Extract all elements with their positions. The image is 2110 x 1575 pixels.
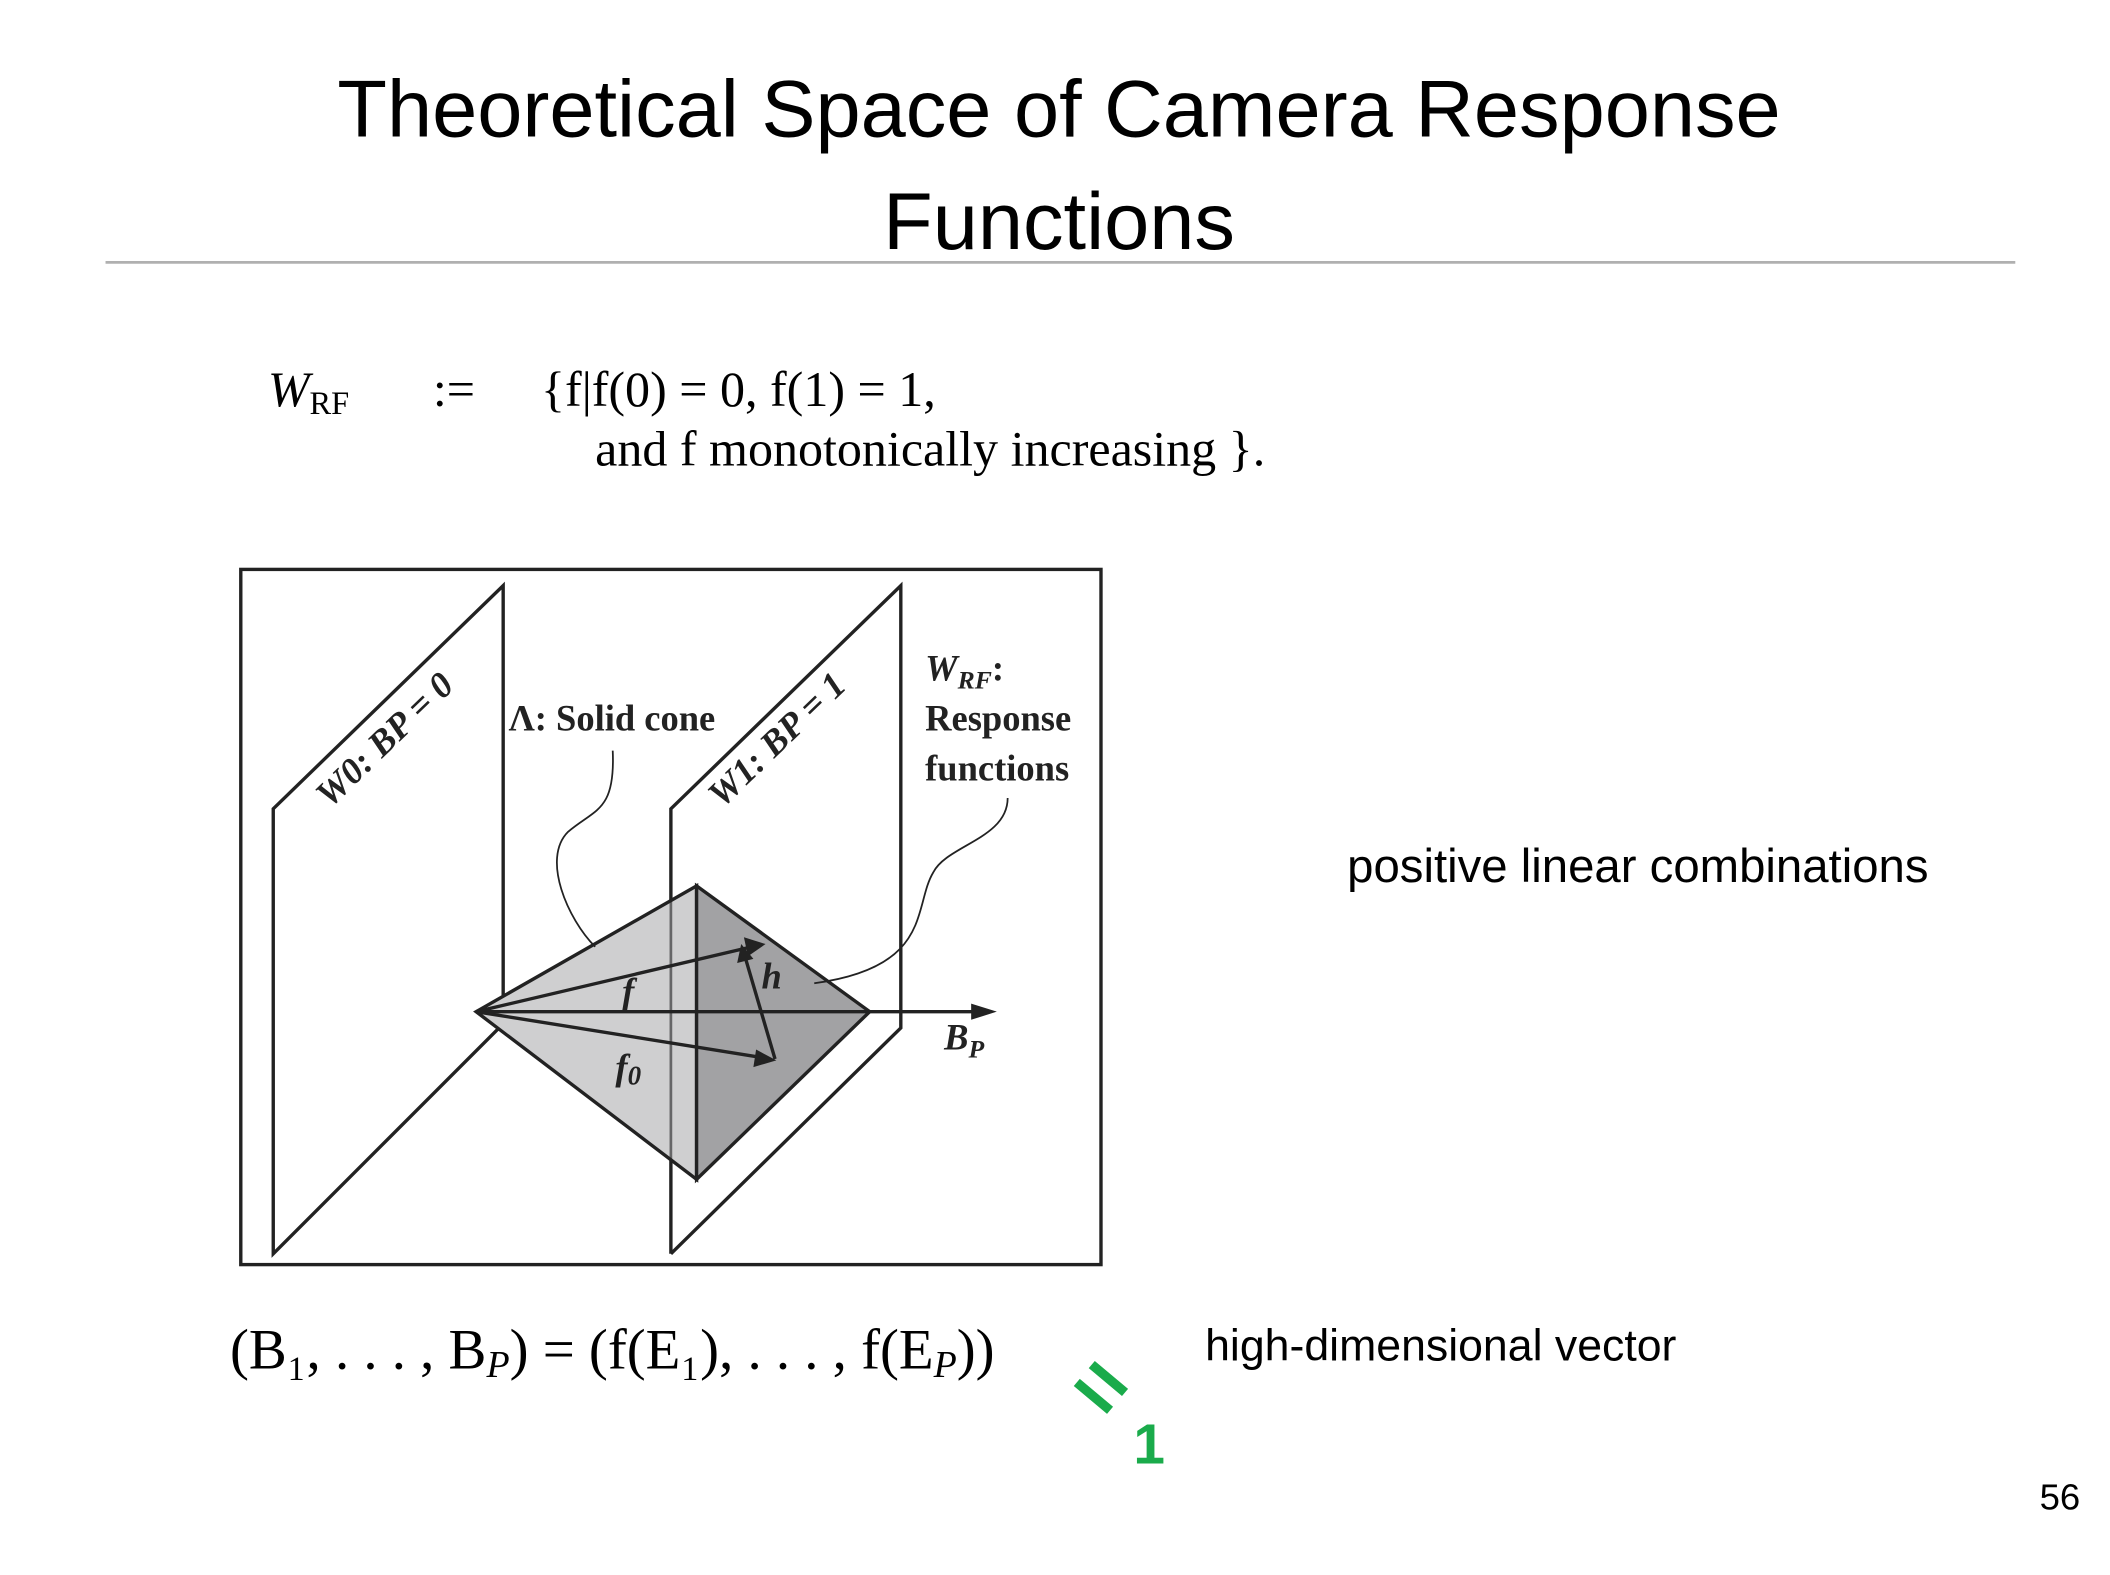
definition-lhs-sub: RF bbox=[310, 386, 350, 422]
cone-leader-line bbox=[556, 750, 614, 948]
svg-text:WRF: WRF bbox=[268, 361, 349, 422]
page-number: 56 bbox=[2040, 1476, 2081, 1517]
vector-f-label: f bbox=[622, 971, 638, 1012]
plane-w0 bbox=[271, 581, 505, 1258]
svg-text:BP: BP bbox=[943, 1017, 984, 1064]
definition-line1: {f|f(0) = 0, f(1) = 1, bbox=[541, 361, 936, 417]
vector-equation: (B₁, . . . , BP) = (f(E₁), . . . , f(EP)… bbox=[230, 1319, 995, 1386]
cone-label: Λ: Solid cone bbox=[509, 697, 716, 738]
slide-title-line1: Theoretical Space of Camera Response bbox=[337, 65, 1780, 155]
vector-f0 bbox=[475, 1010, 764, 1060]
wrf-sub: RF bbox=[957, 665, 992, 694]
vector-f0-sub: 0 bbox=[628, 1061, 642, 1091]
axis-sub: P bbox=[967, 1035, 984, 1064]
high-dimensional-vector: high-dimensional vector bbox=[1205, 1322, 1676, 1371]
vector-f bbox=[475, 945, 753, 1014]
response-leader-line bbox=[814, 797, 1009, 985]
wrf-colon: : bbox=[992, 647, 1004, 688]
svg-text:WRF:: WRF: bbox=[925, 647, 1004, 694]
svg-text:f0: f0 bbox=[615, 1046, 641, 1090]
response-label-line1: Response bbox=[925, 697, 1071, 738]
vector-f0-label: f bbox=[615, 1046, 631, 1087]
response-label-line2: functions bbox=[925, 747, 1069, 788]
diagram-frame bbox=[239, 567, 1103, 1267]
axis-label: B bbox=[943, 1017, 968, 1058]
cone-diagram: W0: BP = 0 W1: BP = 1 Λ: Solid cone WRF:… bbox=[239, 567, 1103, 1267]
plane-w1-label: W1: BP = 1 bbox=[699, 664, 853, 815]
vector-h-label: h bbox=[762, 956, 782, 997]
one-mark: 1 bbox=[1133, 1413, 1165, 1476]
slide-title-line2: Functions bbox=[883, 177, 1235, 267]
definition-lhs: W bbox=[268, 361, 314, 417]
bp-axis-arrow-icon bbox=[971, 1003, 997, 1020]
cone-left-face bbox=[473, 882, 699, 1183]
plane-w0-label: W0: BP = 0 bbox=[307, 664, 461, 815]
vector-h bbox=[743, 957, 777, 1060]
definition-formula: WRF := {f|f(0) = 0, f(1) = 1, and f mono… bbox=[268, 361, 1265, 477]
definition-assign: := bbox=[433, 361, 475, 417]
positive-linear-combinations: positive linear combinations bbox=[1347, 840, 1928, 893]
definition-line2: and f monotonically increasing }. bbox=[595, 420, 1265, 476]
wrf-label: W bbox=[925, 647, 960, 688]
cone-right-face bbox=[694, 882, 873, 1184]
